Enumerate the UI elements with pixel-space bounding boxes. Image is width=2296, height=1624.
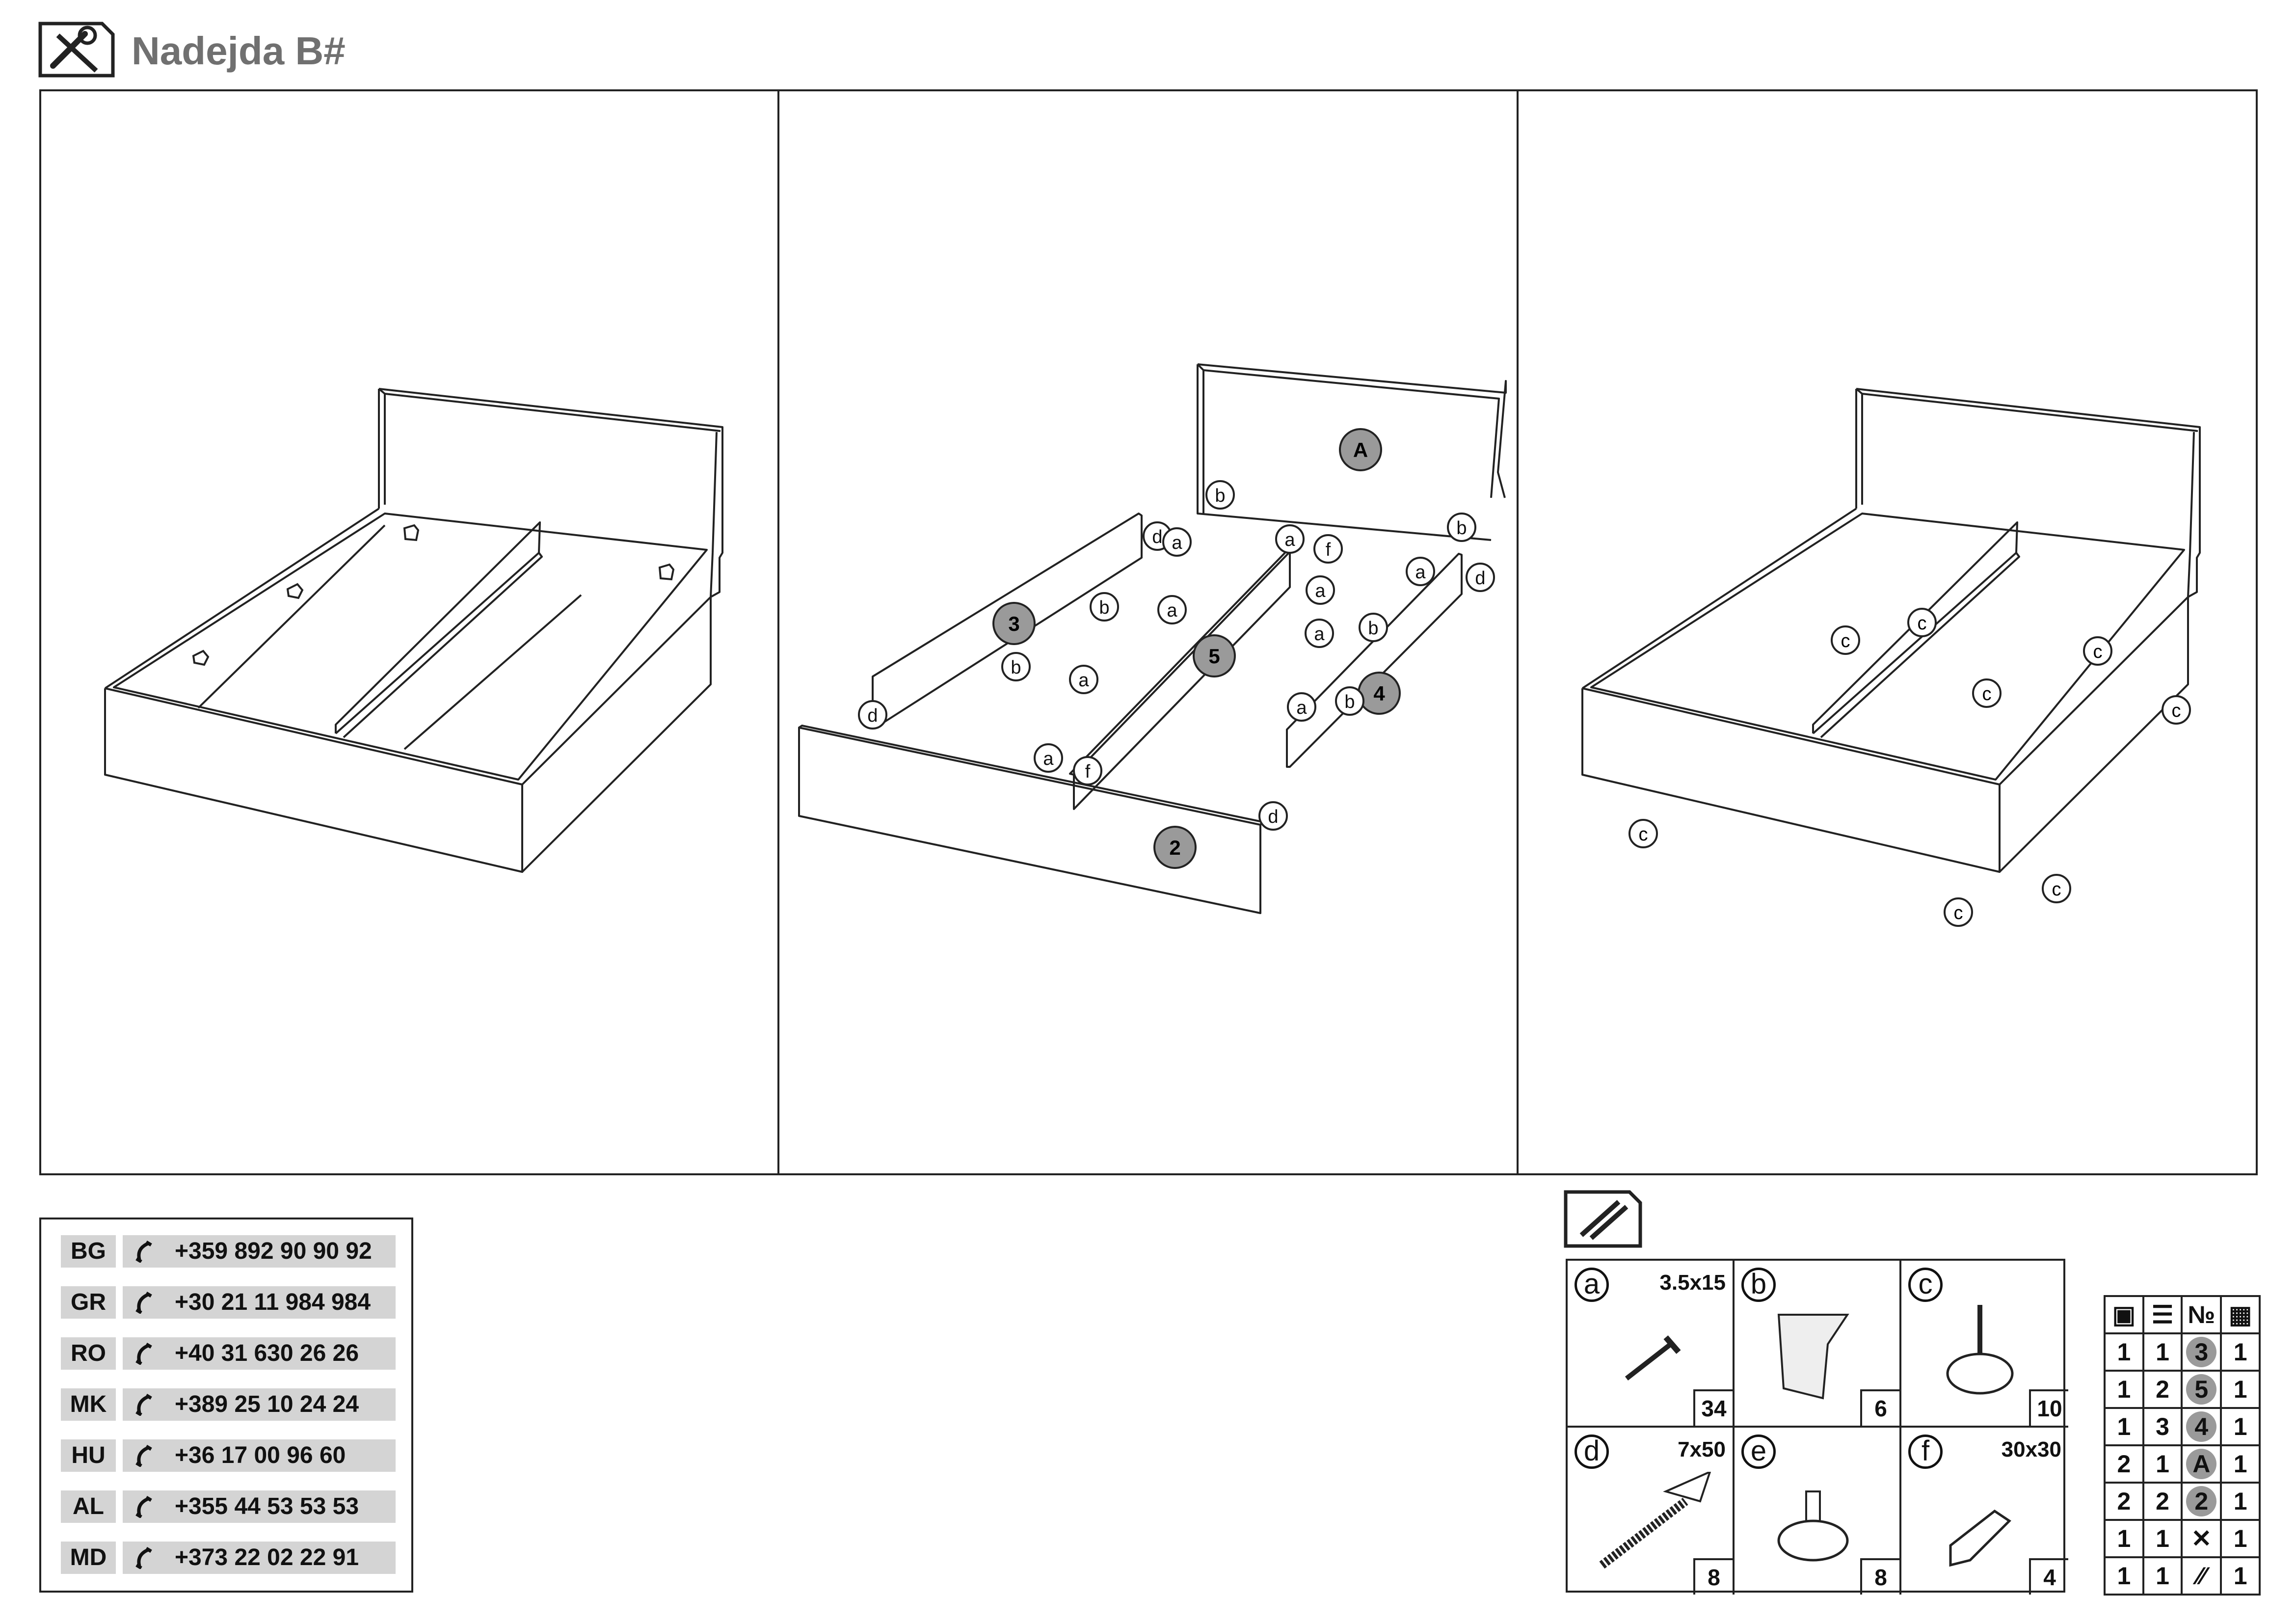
country-code: RO (61, 1337, 116, 1370)
phone-number: +389 25 10 24 24 (123, 1388, 396, 1421)
part-number: 2 (2186, 1486, 2217, 1516)
parts-table: ▣ ☰ № ▦ 1 1 3 1 1 2 5 1 1 3 4 1 2 1 A 1 (2104, 1295, 2261, 1596)
country-code: HU (61, 1439, 116, 1472)
phone-icon (135, 1495, 152, 1518)
wall-plug-screw-icon (1599, 1472, 1711, 1569)
step-divider (1517, 89, 1519, 1175)
furniture-glide-icon (1946, 1305, 2014, 1395)
svg-text:a: a (1043, 749, 1054, 769)
svg-text:a: a (1284, 530, 1295, 550)
phone-number: +373 22 02 22 91 (123, 1542, 396, 1574)
svg-text:a: a (1415, 562, 1426, 583)
angle-bracket-icon (1949, 1509, 2011, 1567)
step-1-assembled-bed-drawing (104, 388, 723, 873)
phone-number: +40 31 630 26 26 (123, 1337, 396, 1370)
panel-label-5: 5 (1208, 645, 1220, 668)
hardware-item-f: f 30x30 4 (1901, 1428, 2068, 1595)
svg-text:a: a (1078, 670, 1089, 691)
phone-icon (135, 1342, 152, 1365)
hardware-item-e: e 8 (1735, 1428, 1901, 1595)
svg-text:c: c (2093, 642, 2103, 662)
country-code: BG (61, 1235, 116, 1268)
svg-text:b: b (1456, 518, 1467, 539)
box-icon: ▣ (2104, 1295, 2144, 1334)
part-number: 4 (2186, 1411, 2217, 1442)
hardware-item-c: c 10 (1901, 1261, 2068, 1428)
phone-number: +355 44 53 53 53 (123, 1490, 396, 1523)
assembly-tools-icon (38, 22, 115, 78)
phone-icon (135, 1240, 152, 1263)
svg-text:b: b (1368, 618, 1378, 639)
step-divider (777, 89, 779, 1175)
country-code: MD (61, 1542, 116, 1574)
part-number: 3 (2186, 1337, 2217, 1367)
hardware-icon: ⁄⁄ (2181, 1556, 2222, 1596)
svg-text:a: a (1296, 698, 1307, 718)
panel-label-4: 4 (1373, 682, 1385, 705)
svg-text:f: f (1326, 540, 1331, 560)
svg-text:a: a (1315, 581, 1326, 601)
hardware-item-d: d 7x50 8 (1568, 1428, 1735, 1595)
step-3-glides-drawing: c c c c c c c c (1581, 388, 2201, 927)
hardware-grid: a 3.5x15 34 b 6 c 10 d 7x50 8 e 8 f 30x3… (1566, 1259, 2068, 1595)
hardware-item-b: b 6 (1735, 1261, 1901, 1428)
phone-icon (135, 1546, 152, 1569)
contacts-box: BG +359 892 90 90 92 GR +30 21 11 984 98… (39, 1218, 413, 1593)
svg-text:a: a (1167, 600, 1177, 621)
number-header: № (2181, 1295, 2222, 1334)
svg-text:b: b (1215, 486, 1225, 506)
svg-text:d: d (1268, 807, 1278, 827)
page-title: Nadejda B# (132, 29, 346, 73)
phone-number: +36 17 00 96 60 (123, 1439, 396, 1472)
part-number: 5 (2186, 1374, 2217, 1405)
svg-text:c: c (1918, 613, 1927, 634)
panel-label-A: A (1353, 438, 1368, 461)
svg-text:b: b (1011, 657, 1021, 678)
svg-text:c: c (2172, 701, 2181, 721)
grid-icon: ▦ (2220, 1295, 2261, 1334)
panel-label-2: 2 (1169, 836, 1180, 859)
hardware-item-a: a 3.5x15 34 (1568, 1261, 1735, 1428)
screw-icon (1625, 1335, 1681, 1380)
country-code: AL (61, 1490, 116, 1523)
country-code: GR (61, 1286, 116, 1319)
svg-text:d: d (867, 705, 878, 726)
phone-number: +359 892 90 90 92 (123, 1235, 396, 1268)
phone-icon (135, 1444, 152, 1467)
svg-text:c: c (1954, 903, 1963, 923)
svg-text:a: a (1314, 624, 1325, 645)
assembly-steps-frame (39, 89, 2258, 1175)
svg-text:c: c (1841, 631, 1850, 651)
tools-icon: ✕ (2181, 1519, 2222, 1558)
svg-text:a: a (1172, 533, 1182, 553)
phone-icon (135, 1291, 152, 1314)
part-number: A (2186, 1449, 2217, 1479)
svg-text:c: c (1639, 824, 1648, 845)
svg-text:b: b (1099, 597, 1109, 618)
stack-icon: ☰ (2142, 1295, 2183, 1334)
hardware-icon (1564, 1190, 1642, 1248)
phone-icon (135, 1393, 152, 1416)
country-code: MK (61, 1388, 116, 1421)
svg-text:c: c (1982, 684, 1992, 704)
svg-text:c: c (2052, 879, 2061, 900)
plastic-foot-icon (1777, 1490, 1849, 1562)
panel-label-3: 3 (1008, 612, 1019, 635)
svg-text:d: d (1152, 527, 1162, 547)
svg-text:b: b (1344, 692, 1355, 712)
svg-text:f: f (1085, 761, 1091, 782)
corner-bracket-icon (1777, 1314, 1849, 1400)
svg-text:d: d (1475, 568, 1485, 589)
phone-number: +30 21 11 984 984 (123, 1286, 396, 1319)
